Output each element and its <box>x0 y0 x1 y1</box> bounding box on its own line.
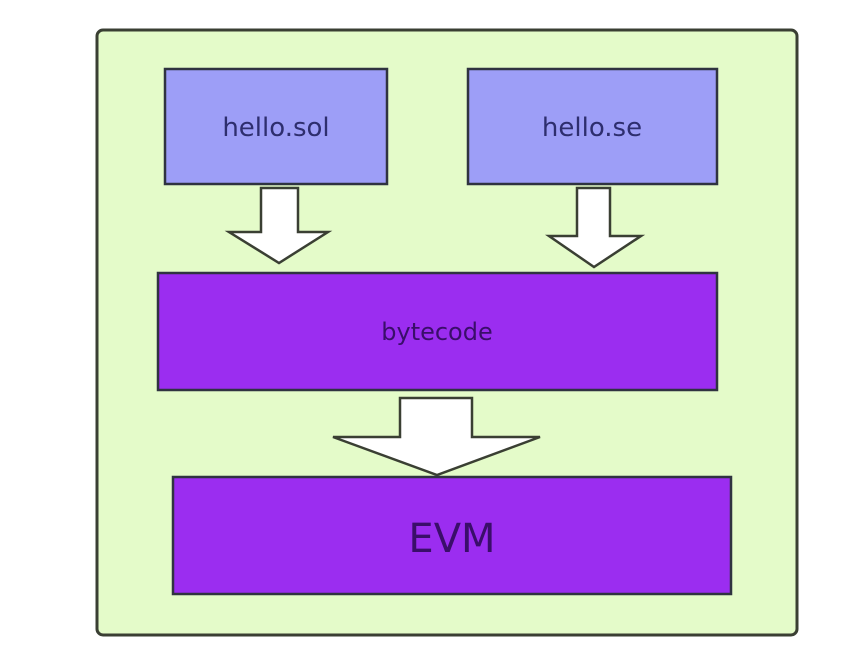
hello-se-box <box>466 67 719 186</box>
arrow-sol-to-bytecode <box>224 186 333 265</box>
arrow-se-to-bytecode <box>544 186 646 269</box>
hello-sol-box <box>163 67 389 186</box>
hello-sol-label: hello.sol <box>222 113 329 143</box>
hello-se-label: hello.se <box>542 113 642 143</box>
bytecode-label: bytecode <box>381 318 493 346</box>
arrow-bytecode-to-evm <box>332 396 541 477</box>
evm-label: EVM <box>408 516 495 562</box>
bytecode-box <box>156 271 719 392</box>
evm-box <box>171 475 733 596</box>
